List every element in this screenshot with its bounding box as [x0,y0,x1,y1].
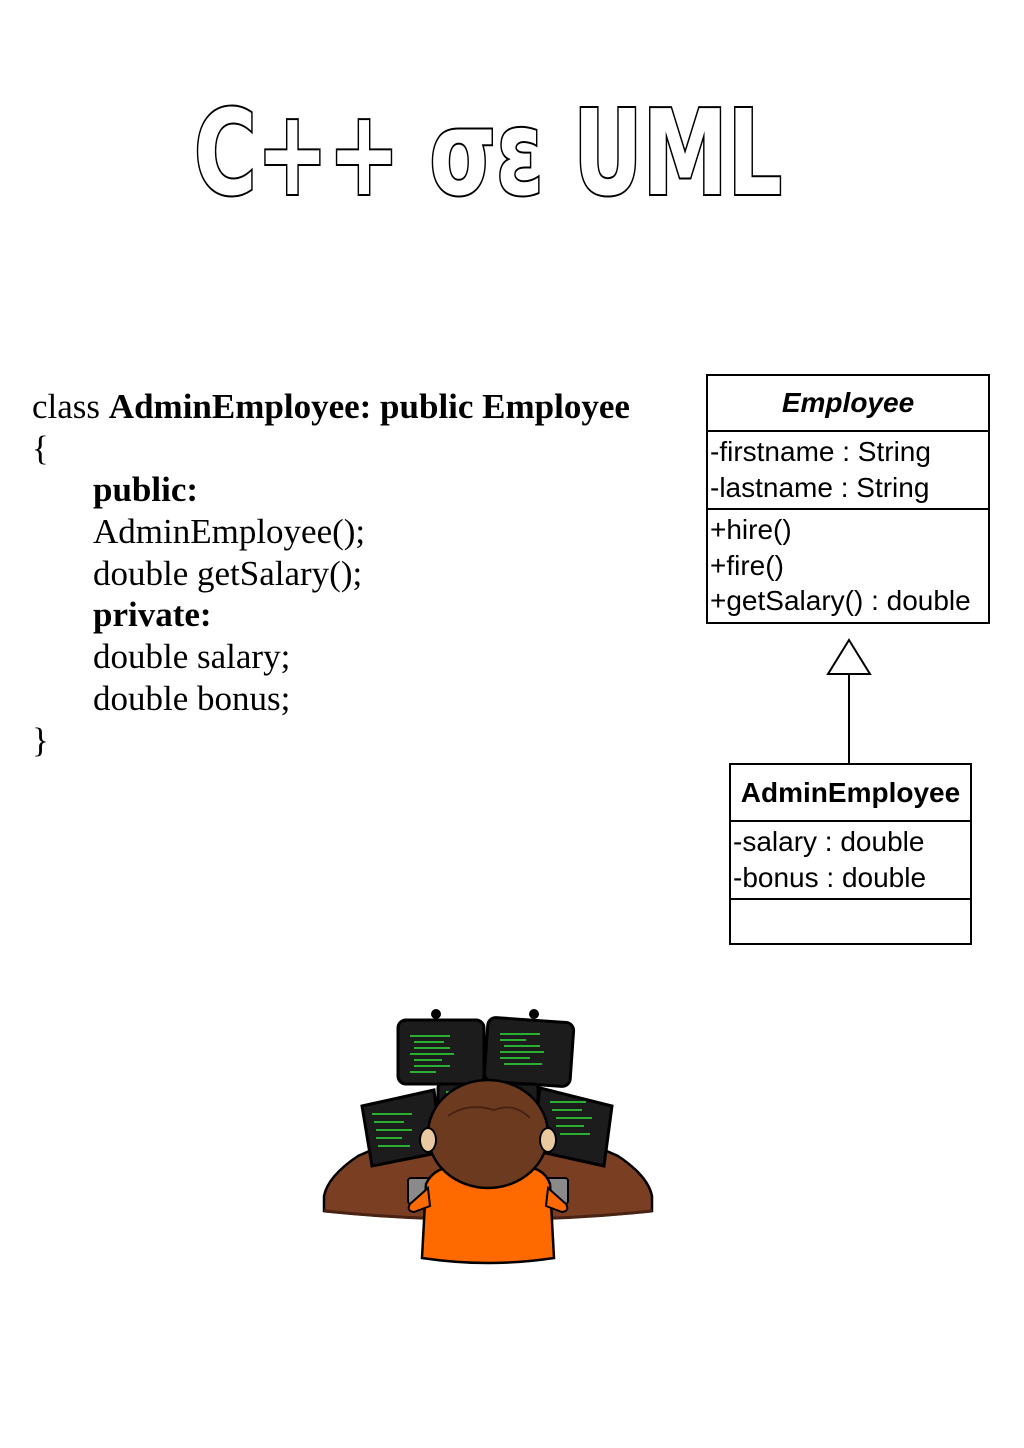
code-constructor: AdminEmployee(); [93,512,366,552]
person-hair [426,1078,550,1190]
uml-operations-empty [731,900,970,943]
uml-attributes: -firstname : String -lastname : String [708,432,988,510]
uml-class-name: AdminEmployee [731,765,970,822]
programmer-at-monitors-icon [318,1006,658,1281]
uml-attribute: -bonus : double [733,861,927,893]
uml-attribute: -lastname : String [710,471,930,503]
generalization-arrowhead [826,638,872,675]
uml-class-employee: Employee -firstname : String -lastname :… [706,374,990,624]
uml-attribute: -firstname : String [710,436,931,467]
uml-attribute: -salary : double [733,826,925,857]
code-line-class-decl: class AdminEmployee: public Employee [32,386,692,428]
code-keyword-class: class [32,387,109,426]
uml-class-name: Employee [708,376,988,432]
code-open-brace: { [32,428,49,468]
code-public-label: public: [93,470,199,510]
uml-operation: +hire() [710,514,792,545]
uml-operations: +hire() +fire() +getSalary() : double [708,510,988,622]
uml-class-admin-employee: AdminEmployee -salary : double -bonus : … [729,763,972,945]
code-close-brace: } [32,720,49,760]
code-field-salary: double salary; [93,637,291,677]
title-text: C++ σε UML [194,84,782,218]
page-title: C++ σε UML [0,78,1024,218]
cpp-code-block: class AdminEmployee: public Employee { p… [32,386,692,761]
code-field-bonus: double bonus; [93,678,291,718]
code-class-signature: AdminEmployee: public Employee [108,387,630,426]
monitor [396,1016,576,1088]
uml-operation: +getSalary() : double [710,585,971,616]
generalization-arrow [826,638,872,764]
uml-operation: +fire() [710,549,784,581]
code-private-label: private: [93,595,212,635]
code-method: double getSalary(); [93,553,363,593]
uml-attributes: -salary : double -bonus : double [731,822,970,900]
